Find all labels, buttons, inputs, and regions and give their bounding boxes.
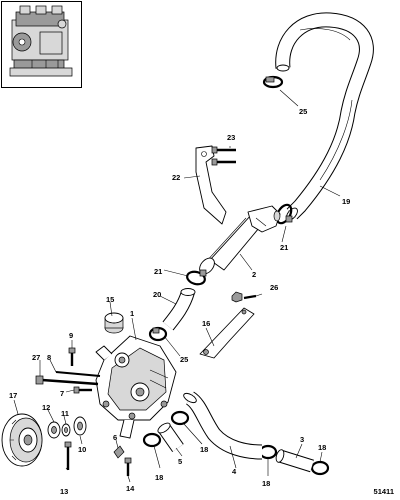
callout-15: 15	[106, 295, 114, 304]
pulley-17	[1, 413, 43, 467]
hose-clamp-18-b	[142, 432, 162, 448]
callout-17: 17	[9, 391, 17, 400]
mounting-bracket-22	[195, 145, 227, 225]
hose-clamp-18-a	[170, 410, 190, 426]
callout-18-a: 18	[200, 445, 208, 454]
plug-14	[124, 457, 132, 476]
bolt-9	[68, 347, 76, 366]
callout-27: 27	[32, 353, 40, 362]
callout-25-lower: 25	[180, 355, 188, 364]
stud-8	[55, 371, 101, 377]
callout-10: 10	[78, 445, 86, 454]
callout-26: 26	[270, 283, 278, 292]
hose-clamp-18-c	[258, 444, 278, 460]
hose-clamp-21-lower	[186, 269, 207, 286]
callout-21-upper: 21	[280, 243, 288, 252]
leader-lines	[13, 89, 341, 483]
nut-26	[231, 291, 257, 303]
callout-8: 8	[47, 353, 51, 362]
hose-19	[275, 12, 374, 221]
water-pump-1	[95, 335, 177, 439]
callout-14: 14	[126, 484, 135, 493]
callout-7: 7	[60, 389, 64, 398]
callout-9: 9	[69, 331, 73, 340]
bolts-23	[211, 146, 236, 166]
cap-15	[104, 312, 124, 334]
fitting-6	[113, 445, 125, 459]
thermostat-housing-2	[199, 205, 281, 275]
engine-inset-thumbnail	[1, 1, 82, 88]
callout-25-top: 25	[299, 107, 307, 116]
callout-18-c: 18	[262, 479, 270, 488]
spacer-12	[47, 421, 61, 439]
callout-2: 2	[252, 270, 256, 279]
callout-3: 3	[300, 435, 304, 444]
callout-12: 12	[42, 403, 50, 412]
bolt-13	[64, 441, 72, 470]
engine-thumbnail-icon	[9, 5, 73, 77]
hose-4	[183, 391, 263, 460]
hose-3	[275, 449, 314, 473]
callout-6: 6	[113, 433, 117, 442]
callout-23: 23	[227, 133, 235, 142]
callout-11: 11	[61, 409, 69, 418]
callout-20: 20	[153, 290, 161, 299]
hose-clamp-25-top	[262, 75, 284, 89]
hose-5	[157, 422, 184, 453]
long-bolt-27	[35, 375, 99, 386]
hub-10	[73, 416, 87, 436]
callout-22: 22	[172, 173, 180, 182]
callout-5: 5	[178, 457, 182, 466]
callout-18-b: 18	[155, 473, 163, 482]
bolt-7	[73, 386, 92, 394]
callout-1: 1	[130, 309, 134, 318]
hose-clamp-18-d	[310, 460, 330, 476]
callout-21-lower: 21	[154, 267, 162, 276]
washer-11	[61, 423, 71, 437]
hose-clamp-25-lower	[148, 326, 168, 342]
callout-19: 19	[342, 197, 350, 206]
hose-clamp-21-upper	[275, 203, 293, 225]
callout-16: 16	[202, 319, 210, 328]
callout-18-d: 18	[318, 443, 326, 452]
hose-20	[162, 288, 196, 331]
figure-number: 51411	[373, 487, 394, 496]
callout-4: 4	[232, 467, 237, 476]
callout-13: 13	[60, 487, 68, 496]
